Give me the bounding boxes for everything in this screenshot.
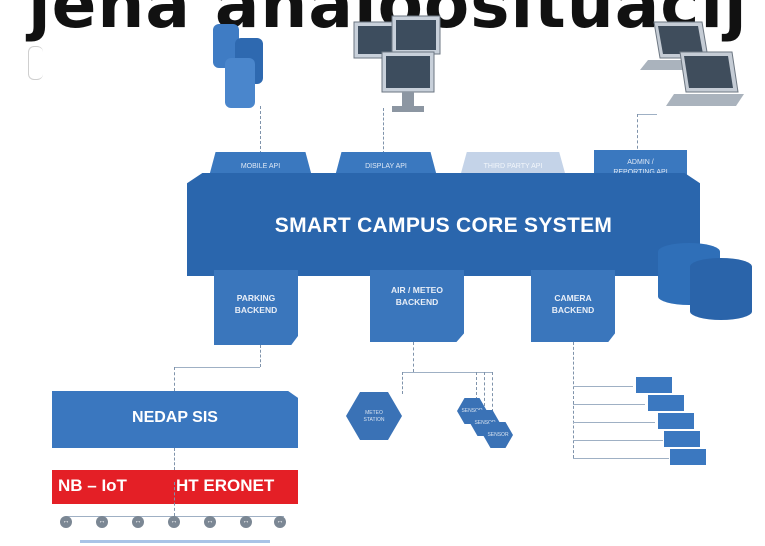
connector-parking	[260, 345, 261, 367]
camera-backend: CAMERA BACKEND	[531, 270, 615, 342]
corner-fragment	[28, 46, 43, 80]
sensor-node-icon: ↔	[168, 516, 180, 528]
connector-meteo	[402, 372, 403, 394]
connector-sensor-b	[484, 372, 485, 406]
sensor-node-icon: ↔	[96, 516, 108, 528]
database-icon-2	[690, 258, 752, 320]
display-monitors-icon	[353, 15, 441, 112]
camera-icon	[664, 431, 700, 447]
third-party-api-label: THIRD PARTY API	[483, 163, 543, 170]
sensor-node-icon: ↔	[240, 516, 252, 528]
camera-link	[573, 422, 655, 423]
mobile-api-label: MOBILE API	[240, 163, 281, 170]
camera-icon	[658, 413, 694, 429]
air-meteo-backend: AIR / METEO BACKEND	[370, 270, 464, 342]
air-meteo-backend-label: AIR / METEO BACKEND	[391, 285, 443, 307]
air-sensor-label: SENSOR	[474, 420, 496, 426]
nedap-sis-label: NEDAP SIS	[132, 409, 218, 426]
laptops-icon	[640, 21, 744, 106]
camera-backend-label: CAMERA BACKEND	[551, 293, 595, 315]
nedap-sis-box	[52, 391, 298, 448]
admin-reporting-api-label: ADMIN / REPORTING API	[613, 159, 668, 176]
mobile-devices-icon	[213, 24, 263, 108]
connector-red-dots	[174, 482, 175, 516]
core-system-title: SMART CAMPUS CORE SYSTEM	[274, 214, 613, 237]
camera-link	[573, 440, 663, 441]
camera-icon	[636, 377, 672, 393]
air-sensor: SENSOR	[483, 422, 513, 448]
display-api-label: DISPLAY API	[365, 163, 407, 170]
connector-air-h	[402, 372, 492, 373]
parking-backend: PARKING BACKEND	[214, 270, 298, 345]
camera-link	[573, 404, 645, 405]
core-system-box	[187, 173, 700, 276]
connector-admin	[637, 114, 638, 154]
connector-nedap-red	[174, 448, 175, 470]
camera-link	[573, 386, 633, 387]
connector-mobile	[260, 106, 261, 154]
connector-sensor-a	[476, 372, 477, 400]
ht-eronet-label: HT ERONET	[176, 476, 275, 495]
connector-air	[413, 342, 414, 372]
sensor-node-icon: ↔	[274, 516, 286, 528]
connector-camera	[573, 342, 574, 458]
meteo-station: METEO STATION	[346, 392, 402, 440]
bottom-fragment	[80, 540, 270, 543]
camera-icon	[670, 449, 706, 465]
air-sensor-label: SENSOR	[487, 432, 509, 438]
connector-display	[383, 108, 384, 154]
connector-admin-h	[637, 114, 657, 115]
meteo-station-label: METEO STATION	[363, 410, 385, 423]
camera-link	[573, 458, 669, 459]
connector-parking-h	[174, 367, 260, 368]
connector-parking-v	[174, 367, 175, 391]
network-bar	[52, 470, 298, 504]
air-sensor-label: SENSOR	[461, 408, 483, 414]
parking-backend-label: PARKING BACKEND	[234, 293, 278, 315]
sensor-node-icon: ↔	[204, 516, 216, 528]
connector-sensor-c	[492, 372, 493, 412]
nb-iot-label: NB – IoT	[58, 476, 127, 495]
sensor-node-icon: ↔	[60, 516, 72, 528]
sensor-node-icon: ↔	[132, 516, 144, 528]
camera-icon	[648, 395, 684, 411]
